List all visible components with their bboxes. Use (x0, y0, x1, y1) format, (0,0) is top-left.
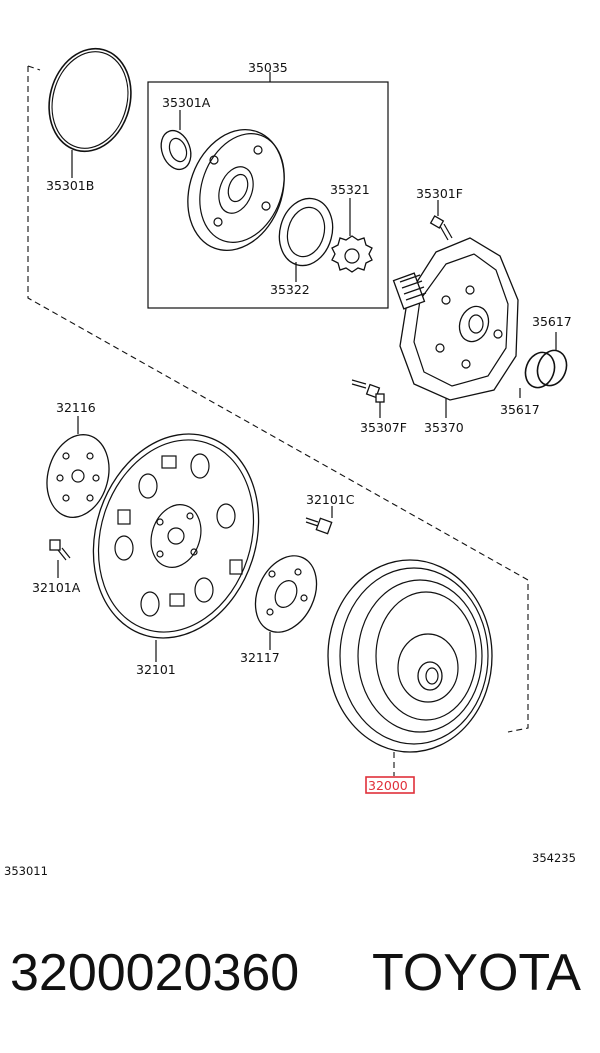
label-35301f[interactable]: 35301F (416, 186, 463, 201)
torque-converter-32000 (327, 559, 493, 776)
label-35301b[interactable]: 35301B (46, 178, 94, 193)
drive-plate-32101 (92, 433, 260, 662)
drive-gear-35321 (331, 198, 373, 273)
bolt-32101a (49, 539, 71, 578)
label-35370[interactable]: 35370 (424, 420, 464, 435)
label-35617-bottom[interactable]: 35617 (500, 402, 540, 417)
highlight-box-32000 (365, 776, 415, 794)
plate-32116 (46, 416, 110, 518)
label-35321[interactable]: 35321 (330, 182, 370, 197)
plate-32117 (254, 555, 318, 650)
label-32000[interactable]: 32000 (368, 778, 408, 793)
diagram-code-right: 354235 (532, 851, 576, 865)
bolt-35301f (429, 200, 453, 241)
assembly-guide-lines (27, 65, 529, 733)
oil-seal-35301a (160, 110, 192, 171)
label-32101a[interactable]: 32101A (32, 580, 81, 595)
label-35301a[interactable]: 35301A (162, 95, 211, 110)
label-35307f[interactable]: 35307F (360, 420, 407, 435)
label-32117[interactable]: 32117 (240, 650, 280, 665)
bolt-35307f (351, 379, 385, 418)
driven-gear-35322 (278, 197, 334, 282)
label-35035[interactable]: 35035 (248, 60, 288, 75)
bolt-32101c (305, 506, 333, 535)
seal-rings-35617 (519, 332, 568, 398)
label-35322[interactable]: 35322 (270, 282, 310, 297)
diagram-code-left: 353011 (4, 864, 48, 878)
label-32101[interactable]: 32101 (136, 662, 176, 677)
pump-body-kit-box (147, 72, 389, 309)
label-32101c[interactable]: 32101C (306, 492, 355, 507)
label-32116[interactable]: 32116 (56, 400, 96, 415)
label-35617-top[interactable]: 35617 (532, 314, 572, 329)
part-number: 3200020360 (10, 944, 299, 1002)
pump-cover-35370 (392, 237, 519, 418)
pump-body (187, 129, 285, 251)
brand-name: TOYOTA (372, 944, 581, 1002)
o-ring-35301b (48, 47, 132, 178)
